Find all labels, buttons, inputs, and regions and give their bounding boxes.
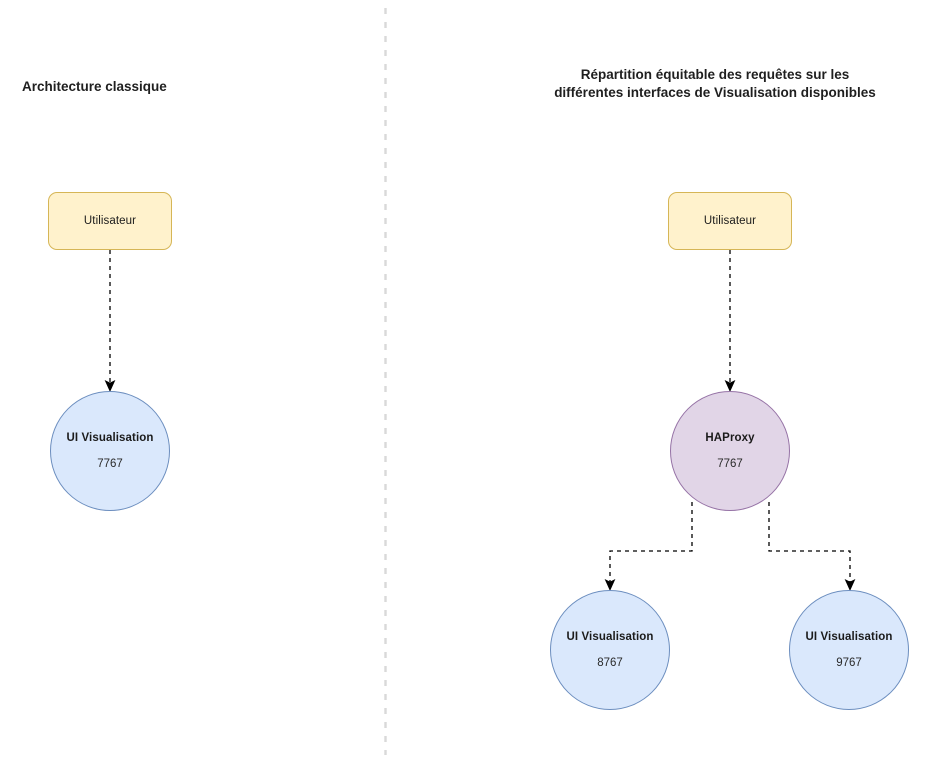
edge-haproxy-to-ui-8767 [609, 502, 693, 582]
right-node-haproxy[interactable]: HAProxy 7767 [670, 391, 790, 511]
right-node-ui-visualisation-8767-port: 8767 [597, 657, 623, 669]
right-node-haproxy-label: HAProxy [705, 432, 755, 444]
arrow-head-ui-8767 [604, 579, 616, 591]
arrow-head-haproxy [724, 380, 736, 392]
right-node-ui-visualisation-9767-label: UI Visualisation [805, 631, 893, 643]
arrow-head-ui-9767 [844, 579, 856, 591]
right-node-haproxy-port: 7767 [717, 458, 743, 470]
right-node-utilisateur[interactable]: Utilisateur [668, 192, 792, 250]
right-node-ui-visualisation-8767-label: UI Visualisation [566, 631, 654, 643]
left-node-utilisateur-label: Utilisateur [83, 215, 137, 227]
right-node-ui-visualisation-8767[interactable]: UI Visualisation 8767 [550, 590, 670, 710]
right-node-ui-visualisation-9767-port: 9767 [836, 657, 862, 669]
right-node-utilisateur-label: Utilisateur [703, 215, 757, 227]
right-panel-title: Répartition équitable des requêtes sur l… [554, 67, 876, 100]
right-node-ui-visualisation-9767[interactable]: UI Visualisation 9767 [789, 590, 909, 710]
arrow-head-left-ui [104, 380, 116, 392]
edge-haproxy-to-ui-9767 [768, 502, 851, 582]
left-panel-title: Architecture classique [22, 79, 167, 94]
left-node-ui-visualisation-port: 7767 [97, 458, 123, 470]
left-node-ui-visualisation-label: UI Visualisation [66, 432, 154, 444]
left-node-ui-visualisation[interactable]: UI Visualisation 7767 [50, 391, 170, 511]
left-node-utilisateur[interactable]: Utilisateur [48, 192, 172, 250]
